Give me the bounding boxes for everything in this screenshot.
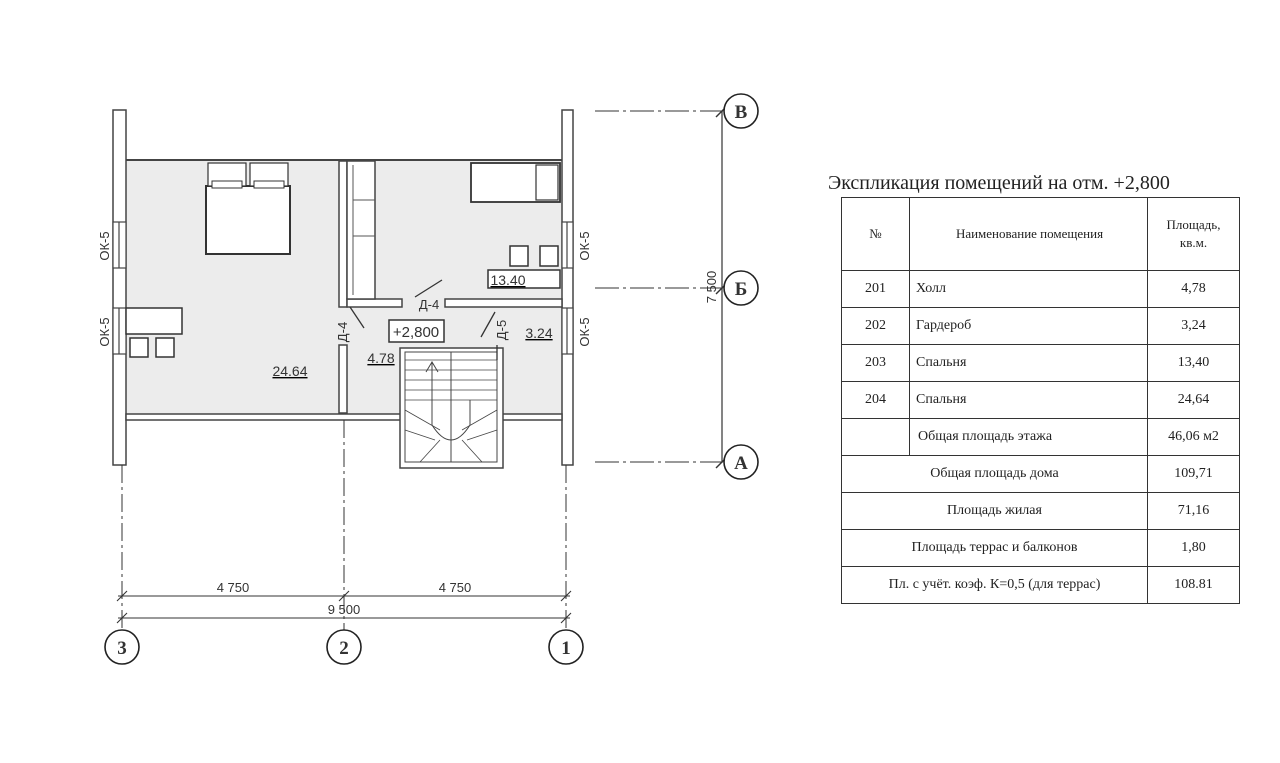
total-value: 109,71: [1147, 455, 1240, 493]
dim-vertical: 7 500: [704, 271, 719, 304]
room-number: 201: [841, 270, 910, 308]
explication-title: Экспликация помещений на отм. +2,800: [828, 172, 1170, 194]
right-wall: [561, 109, 574, 466]
room-area-24-64: 24.64: [272, 363, 307, 379]
dim-left: 4 750: [217, 580, 250, 595]
room-area: 4,78: [1147, 270, 1240, 308]
room-name: Спальня: [909, 381, 1148, 419]
level-mark-box: [388, 319, 445, 343]
room-area: 3,24: [1147, 307, 1240, 345]
door-label-d5: Д-5: [494, 320, 509, 340]
desk-set: [125, 307, 183, 358]
explication-table: № Наименование помещения Площадь, кв.м. 2…: [841, 197, 1240, 604]
grid-lines: [121, 104, 729, 632]
closet: [352, 165, 375, 295]
window-label: ОК-5: [97, 317, 112, 346]
room-area-13-40: 13.40: [490, 272, 525, 288]
axis-label-v: В: [735, 102, 748, 123]
total-label: Общая площадь дома: [841, 455, 1148, 493]
header-area: Площадь, кв.м.: [1147, 197, 1240, 271]
room-area: 24,64: [1147, 381, 1240, 419]
table-row: 201 Холл 4,78: [841, 270, 1240, 308]
room-area-4-78: 4.78: [367, 350, 394, 366]
room-number: 202: [841, 307, 910, 345]
windows: [112, 221, 574, 355]
totals-row: Площадь террас и балконов 1,80: [841, 529, 1240, 567]
axis-label-a: А: [734, 453, 748, 474]
desk-set-2: [487, 245, 561, 289]
interior-walls: [338, 160, 563, 414]
axis-markers: [104, 93, 759, 665]
left-wall: [112, 109, 127, 466]
floor-plan: 3 2 1 В Б А ОК-5 ОК-5 ОК-5 ОК-5 Д-4 Д-4 …: [97, 93, 759, 665]
room-number: 204: [841, 381, 910, 419]
room-number: 203: [841, 344, 910, 382]
axis-label-2: 2: [339, 638, 349, 659]
table-header-row: № Наименование помещения Площадь, кв.м.: [841, 197, 1240, 271]
total-label: Площадь террас и балконов: [841, 529, 1148, 567]
window-label: ОК-5: [577, 317, 592, 346]
total-value: 71,16: [1147, 492, 1240, 530]
single-bed: [470, 162, 561, 203]
table-row: 204 Спальня 24,64: [841, 381, 1240, 419]
floor-total-value: 46,06 м2: [1147, 418, 1240, 456]
table-row: 203 Спальня 13,40: [841, 344, 1240, 382]
floor-total-label: Общая площадь этажа: [909, 418, 1148, 456]
room-area-3-24: 3.24: [525, 325, 552, 341]
totals-row: Общая площадь дома 109,71: [841, 455, 1240, 493]
floor-total-row: Общая площадь этажа 46,06 м2: [841, 418, 1240, 456]
level-mark: +2,800: [393, 324, 439, 341]
dimension-lines: [116, 590, 572, 624]
axis-label-1: 1: [561, 638, 571, 659]
header-name: Наименование помещения: [909, 197, 1148, 271]
total-label: Пл. с учёт. коэф. К=0,5 (для террас): [841, 566, 1148, 604]
room-name: Спальня: [909, 344, 1148, 382]
room-area: 13,40: [1147, 344, 1240, 382]
window-label: ОК-5: [97, 231, 112, 260]
room-name: Холл: [909, 270, 1148, 308]
table-row: 202 Гардероб 3,24: [841, 307, 1240, 345]
header-area-line1: Площадь,: [1166, 217, 1221, 233]
totals-row: Площадь жилая 71,16: [841, 492, 1240, 530]
header-area-line2: кв.м.: [1179, 235, 1208, 250]
room-name: Гардероб: [909, 307, 1148, 345]
door-label-d4-top: Д-4: [419, 297, 439, 312]
door-label-d4-side: Д-4: [335, 322, 350, 342]
axis-label-3: 3: [117, 638, 127, 659]
axis-label-b: Б: [735, 279, 748, 300]
total-value: 108.81: [1147, 566, 1240, 604]
totals-row: Пл. с учёт. коэф. К=0,5 (для террас) 108…: [841, 566, 1240, 604]
dim-right: 4 750: [439, 580, 472, 595]
dim-total: 9 500: [328, 602, 361, 617]
double-bed: [205, 162, 291, 255]
header-number: №: [841, 197, 910, 271]
window-label: ОК-5: [577, 231, 592, 260]
total-label: Площадь жилая: [841, 492, 1148, 530]
door-swings: [349, 279, 498, 360]
staircase: [399, 347, 504, 469]
total-value: 1,80: [1147, 529, 1240, 567]
